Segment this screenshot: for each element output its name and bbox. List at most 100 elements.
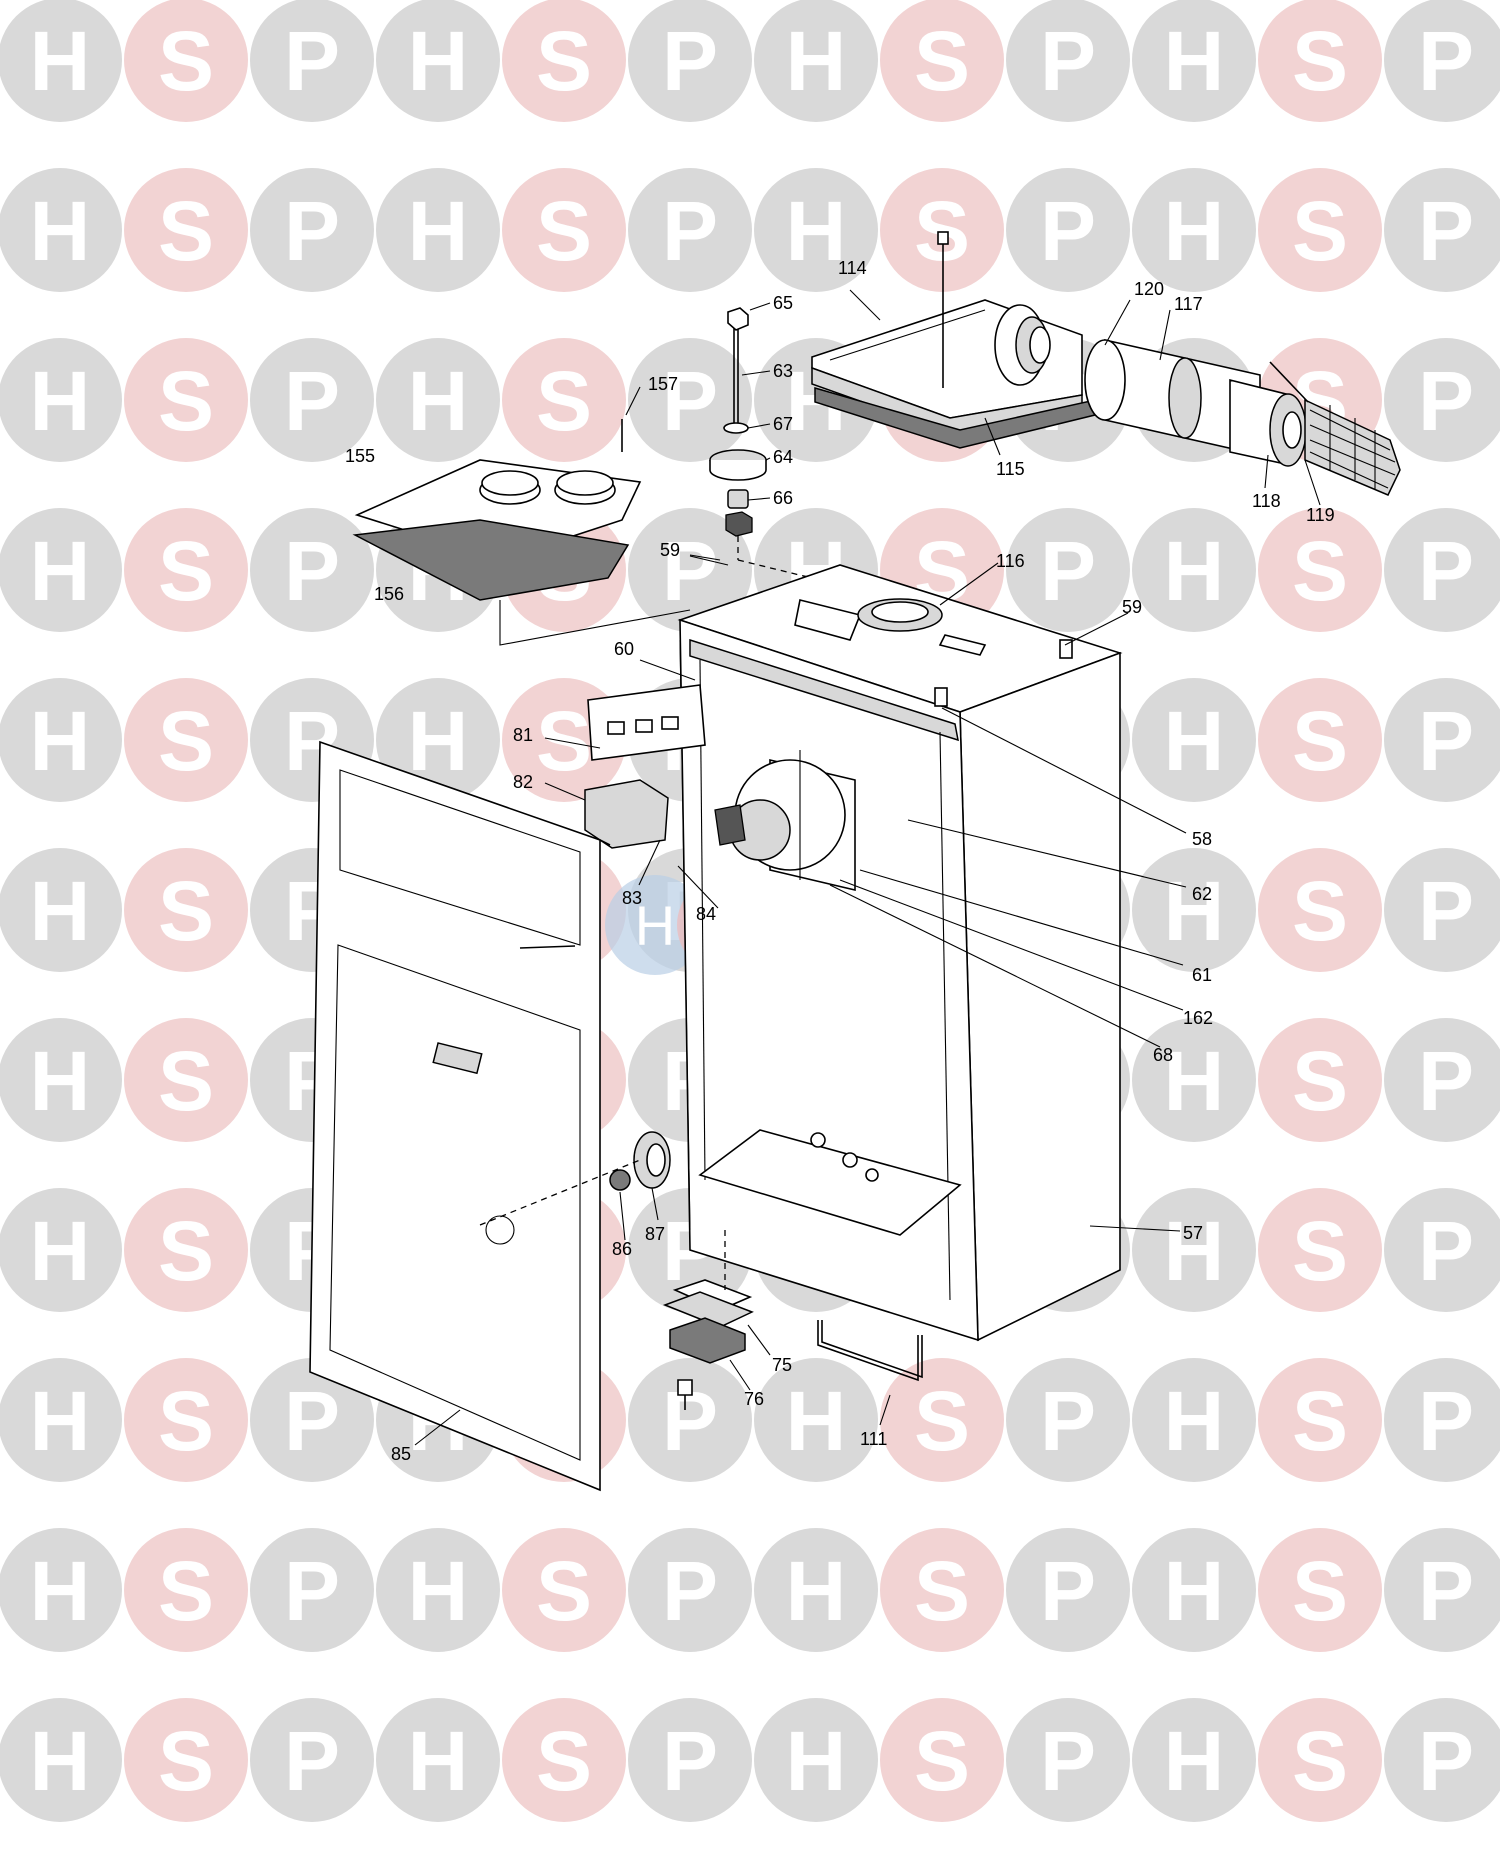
watermark-badge-p [250,508,374,632]
watermark-letter: H [408,1714,469,1808]
watermark-badge-s [1258,1018,1382,1142]
watermark-letter: P [284,354,340,448]
watermark-letter: S [1292,1374,1348,1468]
callout-61: 61 [1192,965,1212,985]
watermark-badge-s [124,1188,248,1312]
callout-83: 83 [622,888,642,908]
watermark-badge-p [1384,508,1500,632]
watermark-letter: S [158,1034,214,1128]
callout-60: 60 [614,639,634,659]
watermark-badge-p [250,1698,374,1822]
watermark-letter: P [1418,1544,1474,1638]
callout-118: 118 [1252,491,1281,511]
leader-dash-156 [499,600,691,646]
watermark-badge-s [880,1698,1004,1822]
watermark-badge-s [1258,1528,1382,1652]
watermark-badge-p [1006,1528,1130,1652]
watermark-letter: P [1418,184,1474,278]
watermark-letter: S [158,14,214,108]
callout-156: 156 [374,584,404,604]
watermark-badge-p [628,1698,752,1822]
watermark-badge-h [754,0,878,122]
watermark-letter: S [1292,1714,1348,1808]
watermark-letter: P [1418,354,1474,448]
watermark-badge-h [376,678,500,802]
watermark-letter: H [1164,1544,1225,1638]
case-57 [677,564,1123,1342]
watermark-letter: P [1040,524,1096,618]
callout-117: 117 [1174,294,1203,314]
callout-111: 111 [860,1429,887,1449]
watermark-badge-h [0,1018,122,1142]
callout-62: 62 [1192,884,1212,904]
watermark-letter: S [1292,184,1348,278]
watermark-letter: P [284,14,340,108]
watermark-letter: H [30,1034,91,1128]
watermark-badge-h [1132,508,1256,632]
watermark-letter: S [536,184,592,278]
watermark-badge-p [1006,1358,1130,1482]
watermark-badge-s [502,0,626,122]
watermark-letter: S [158,1714,214,1808]
watermark-badge-s [124,168,248,292]
rod-111 [817,1320,923,1382]
callout-labels: 114 120 117 65 63 157 67 64 155 115 118 … [345,258,1335,1464]
watermark-letter: S [914,14,970,108]
watermark-badge-h [376,168,500,292]
watermark-letter: S [1292,1544,1348,1638]
callout-157: 157 [648,374,678,394]
watermark-badge-h [754,1698,878,1822]
watermark-badge-p [1384,1698,1500,1822]
watermark-letter: S [914,1714,970,1808]
watermark-badge-s [124,1358,248,1482]
watermark-letter: P [662,524,718,618]
watermark-badge-p [1384,1188,1500,1312]
sight-glass-87 [633,1131,671,1189]
watermark-letter: S [1292,524,1348,618]
watermark-letter: P [1418,1204,1474,1298]
watermark-letter: P [1040,1374,1096,1468]
watermark-badge-p [1006,0,1130,122]
callout-63: 63 [773,361,793,381]
watermark-letter: H [1164,1374,1225,1468]
flue-pipe-117 [1084,338,1261,457]
watermark-letter: S [536,14,592,108]
watermark-letter: S [536,1714,592,1808]
watermark-badge-s [880,1358,1004,1482]
watermark-badge-s [124,1698,248,1822]
watermark-badge-h [376,338,500,462]
watermark-letter: S [1292,14,1348,108]
callout-66: 66 [773,488,793,508]
watermark-letter: S [158,184,214,278]
watermark-badge-p [1384,1528,1500,1652]
watermark-letter: S [158,354,214,448]
watermark-letter: H [1164,1714,1225,1808]
watermark-badge-p [250,168,374,292]
watermark-letter: P [284,184,340,278]
callout-75: 75 [772,1355,792,1375]
watermark-badge-p [1006,168,1130,292]
callout-115: 115 [996,459,1025,479]
callout-81: 81 [513,725,533,745]
sight-glass-axis [479,1159,641,1226]
watermark-badge-s [502,1698,626,1822]
watermark-letter: H [1164,694,1225,788]
watermark-letter: S [158,694,214,788]
watermark-letter: P [1040,1544,1096,1638]
watermark-badge-h [376,1528,500,1652]
watermark-badge-s [1258,848,1382,972]
watermark-badge-s [502,168,626,292]
watermark-letter: S [1292,1034,1348,1128]
watermark-letter: H [786,1374,847,1468]
watermark-badge-h [754,168,878,292]
watermark-letter: H [408,184,469,278]
watermark-letter: H [1164,524,1225,618]
flue-adaptor [994,304,1051,386]
watermark-badge-h [376,1698,500,1822]
watermark-letter: H [30,1204,91,1298]
watermark-letter: H [30,864,91,958]
watermark-badge-h [1132,848,1256,972]
watermark-badge-p [1384,1018,1500,1142]
watermark-badge-h [0,1698,122,1822]
watermark-badge-s [124,508,248,632]
